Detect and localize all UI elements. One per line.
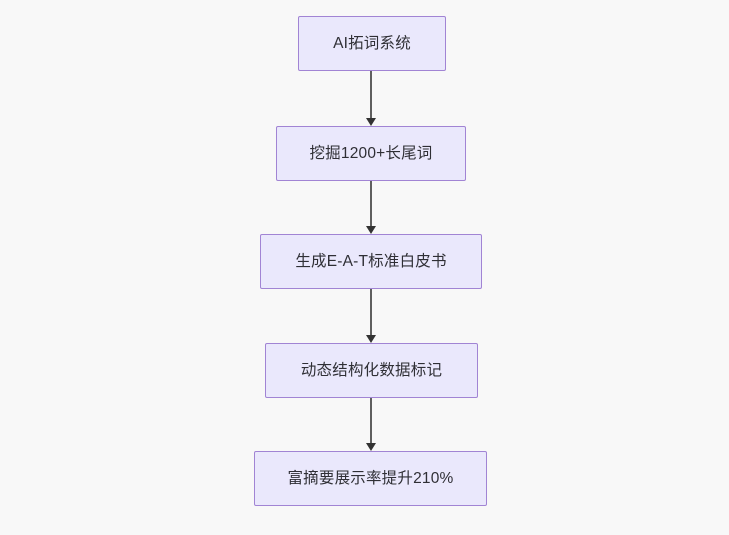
arrowhead-icon: [365, 226, 376, 234]
edge-line: [370, 289, 372, 335]
flow-node-label: AI拓词系统: [333, 34, 411, 52]
edge-line: [370, 398, 372, 443]
flow-node-label: 生成E-A-T标准白皮书: [295, 252, 447, 270]
arrowhead-icon: [365, 118, 376, 126]
edge-line: [370, 71, 372, 118]
flow-node-dynamic-structured-data-markup[interactable]: 动态结构化数据标记: [265, 343, 478, 398]
flow-edge-n1-n2: [364, 71, 378, 126]
flow-edge-n3-n4: [364, 289, 378, 343]
flow-node-ai-keyword-system[interactable]: AI拓词系统: [298, 16, 446, 71]
flow-node-label: 富摘要展示率提升210%: [287, 469, 454, 487]
flow-edge-n2-n3: [364, 181, 378, 234]
arrowhead-icon: [365, 335, 376, 343]
flow-edge-n4-n5: [364, 398, 378, 451]
edge-line: [370, 181, 372, 226]
flow-node-label: 挖掘1200+长尾词: [309, 144, 433, 162]
flow-node-label: 动态结构化数据标记: [300, 361, 443, 379]
flow-node-rich-snippet-impression-lift[interactable]: 富摘要展示率提升210%: [254, 451, 487, 506]
flow-node-mine-longtail-keywords[interactable]: 挖掘1200+长尾词: [276, 126, 466, 181]
arrowhead-icon: [365, 443, 376, 451]
flow-node-generate-eat-whitepaper[interactable]: 生成E-A-T标准白皮书: [260, 234, 482, 289]
